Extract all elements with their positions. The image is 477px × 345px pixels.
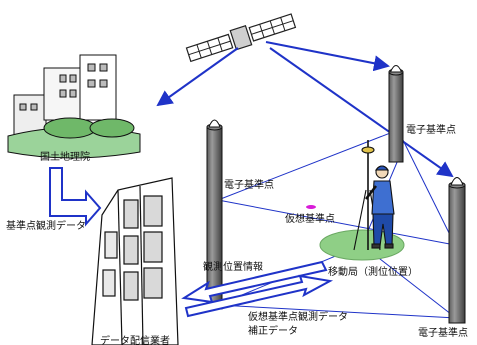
satellite-icon [185,13,297,63]
ref-obs-data-label: 基準点観測データ [6,219,86,232]
office-tower-icon [91,177,179,345]
signal-arrow-top-right [265,41,390,72]
obs-position-info-label: 観測位置情報 [203,260,263,273]
satellite-signal-arrows [156,41,454,178]
distributor-label: データ配信業者 [100,334,170,345]
signal-arrow-right [269,47,454,178]
station-label-right: 電子基準点 [418,326,468,339]
signal-arrow-left [156,47,239,107]
virtual-station-label: 仮想基準点 [285,212,335,225]
station-label-left: 電子基準点 [224,178,274,191]
reference-station-left [206,119,223,310]
gsi-label: 国土地理院 [40,150,90,163]
rover-ground-circle [319,229,405,261]
arrow-to-distributor [181,260,328,304]
correction-data-label: 補正データ [248,324,298,337]
virtual-reference-marker [306,205,316,209]
government-building-icon [7,54,141,159]
arrow-to-rover [184,274,334,318]
rover-label: 移動局（測位位置） [328,265,418,278]
virtual-obs-data-label: 仮想基準点観測データ [248,310,348,323]
reference-station-top-right [388,65,404,163]
network-lines [217,129,457,319]
gsi-to-distributor-arrow [49,167,102,227]
reference-station-right [448,177,466,324]
station-label-top-right: 電子基準点 [406,123,456,136]
surveyor-with-gnss-pole-icon [353,140,395,251]
